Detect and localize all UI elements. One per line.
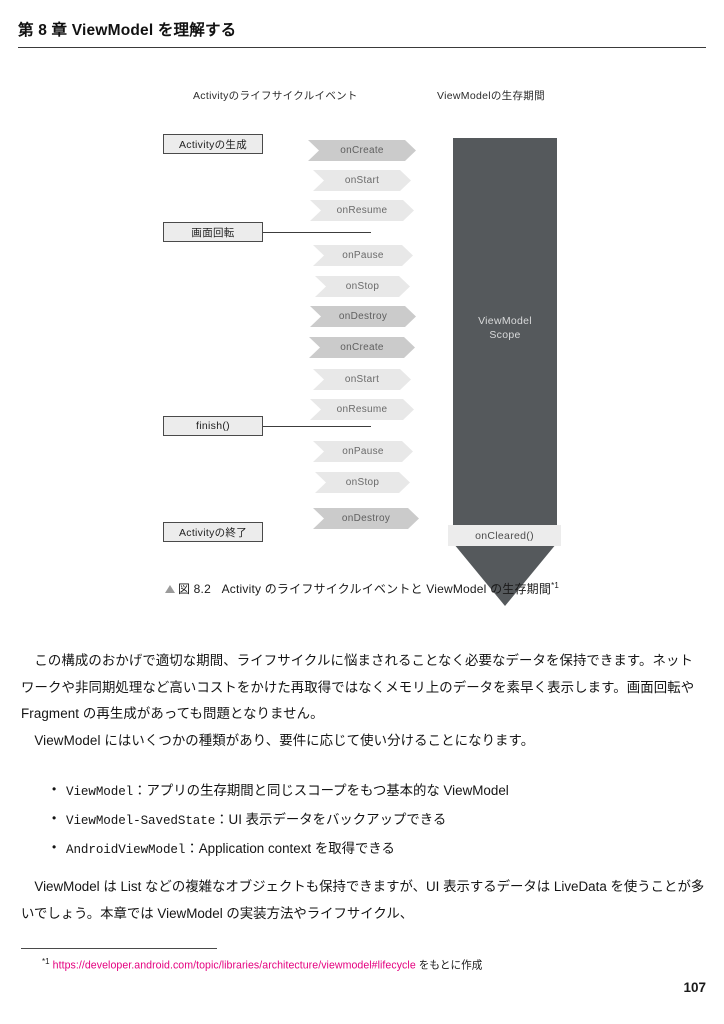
caption-text: Activity のライフサイクルイベントと ViewModel の生存期間 (221, 582, 552, 596)
state-box-activity-finished: Activityの終了 (163, 522, 263, 542)
footnote-mark: *1 (42, 957, 50, 966)
event-chevron-onresume-1: onResume (310, 200, 414, 221)
list-item: ViewModel：アプリの生存期間と同じスコープをもつ基本的な ViewMod… (52, 776, 702, 806)
state-box-activity-created: Activityの生成 (163, 134, 263, 154)
footnote-suffix: をもとに作成 (415, 959, 483, 972)
page-header: 第 8 章 ViewModel を理解する (18, 22, 706, 48)
list-item-code: AndroidViewModel (66, 843, 186, 857)
header-divider (18, 46, 706, 48)
connector-finish (263, 426, 371, 427)
event-chevron-onresume-2: onResume (310, 399, 414, 420)
caption-triangle-icon (164, 585, 175, 593)
list-item-code: ViewModel (66, 785, 134, 799)
event-chevron-onstop-1: onStop (315, 276, 410, 297)
viewmodel-scope-label-line2: Scope (489, 329, 521, 342)
event-chevron-oncreate-1: onCreate (308, 140, 416, 161)
event-chevron-onstart-2: onStart (313, 369, 411, 390)
figure-column-header-viewmodel: ViewModelの生存期間 (437, 90, 545, 102)
event-chevron-ondestroy-1: onDestroy (310, 306, 416, 327)
viewmodel-scope-label: ViewModel Scope (453, 314, 557, 342)
state-box-screen-rotation: 画面回転 (163, 222, 263, 242)
list-item: AndroidViewModel：Application context を取得… (52, 834, 702, 864)
event-chevron-ondestroy-2: onDestroy (313, 508, 419, 529)
viewmodel-type-list: ViewModel：アプリの生存期間と同じスコープをもつ基本的な ViewMod… (52, 776, 702, 864)
footnote-divider (21, 948, 217, 949)
list-item-desc: ：UI 表示データをバックアップできる (215, 812, 447, 827)
event-chevron-oncreate-2: onCreate (309, 337, 415, 358)
event-chevron-onpause-2: onPause (313, 441, 413, 462)
list-item-desc: ：アプリの生存期間と同じスコープをもつ基本的な ViewModel (133, 783, 509, 798)
viewmodel-scope-label-line1: ViewModel (478, 315, 532, 327)
footnote: *1 https://developer.android.com/topic/l… (42, 954, 712, 974)
list-item: ViewModel-SavedState：UI 表示データをバックアップできる (52, 805, 702, 835)
list-item-desc: ：Application context を取得できる (185, 841, 395, 856)
event-chevron-onstart-1: onStart (313, 170, 411, 191)
state-box-finish: finish() (163, 416, 263, 436)
oncleared-box: onCleared() (448, 525, 561, 546)
caption-footnote-ref: *1 (551, 581, 560, 590)
body-paragraph-2: ViewModel にはいくつかの種類があり、要件に応じて使い分けることになりま… (34, 732, 535, 748)
connector-screen-rotation (263, 232, 371, 233)
figure-caption: 図 8.2 Activity のライフサイクルイベントと ViewModel の… (0, 580, 724, 597)
body-paragraph-1: この構成のおかげで適切な期間、ライフサイクルに悩まされることなく必要なデータを保… (21, 653, 695, 721)
page-number: 107 (683, 980, 706, 995)
list-item-code: ViewModel-SavedState (66, 814, 216, 828)
figure-lifecycle-diagram: Activityのライフサイクルイベント ViewModelの生存期間 Acti… (0, 78, 724, 608)
caption-number: 図 8.2 (177, 582, 211, 596)
event-chevron-onpause-1: onPause (313, 245, 413, 266)
closing-copy: ViewModel は List などの複雑なオブジェクトも保持できますが、UI… (21, 874, 705, 927)
event-chevron-onstop-2: onStop (315, 472, 410, 493)
body-paragraph-3: ViewModel は List などの複雑なオブジェクトも保持できますが、UI… (21, 879, 705, 921)
body-copy: この構成のおかげで適切な期間、ライフサイクルに悩まされることなく必要なデータを保… (21, 648, 705, 754)
chapter-title: 第 8 章 ViewModel を理解する (18, 22, 237, 39)
figure-column-header-activity: Activityのライフサイクルイベント (193, 90, 358, 102)
footnote-url-link[interactable]: https://developer.android.com/topic/libr… (52, 959, 416, 972)
